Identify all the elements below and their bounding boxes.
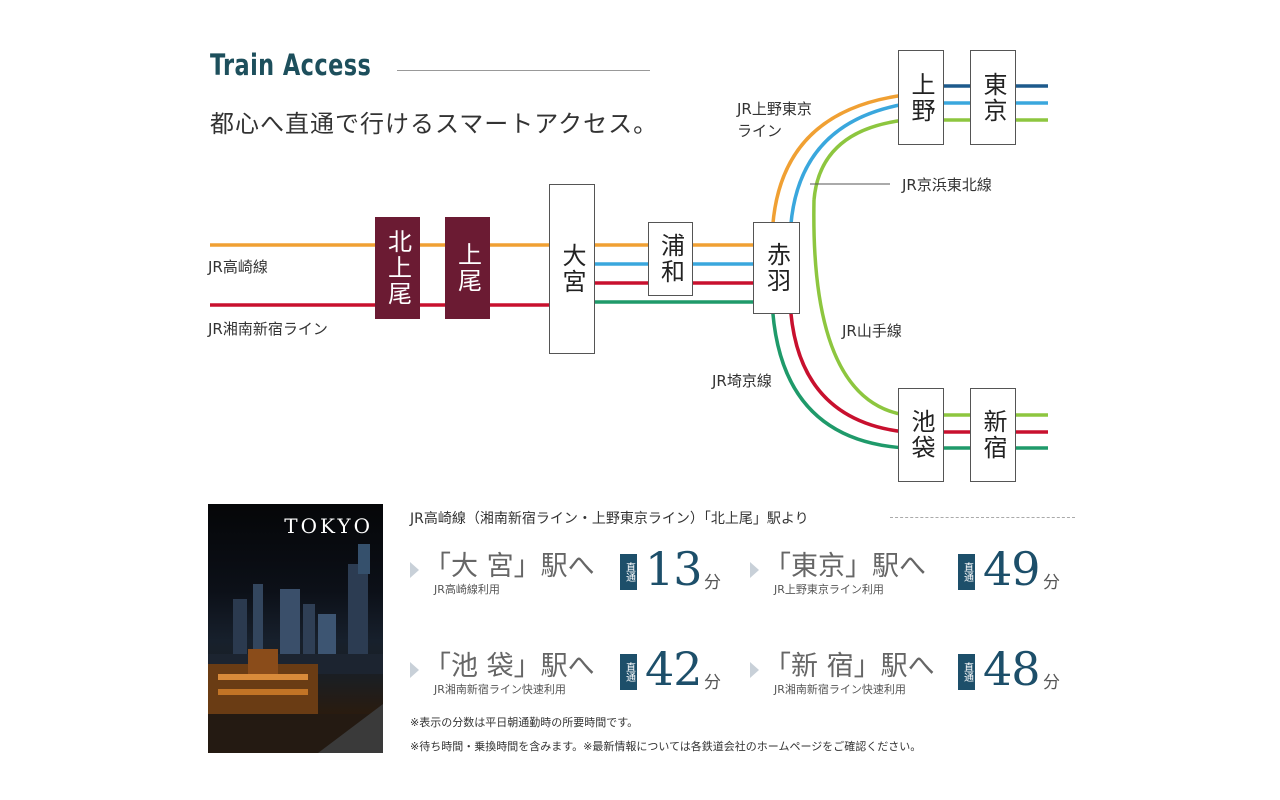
- destination-omiya: 「大 宮」駅へ JR高崎線利用 直通 13 分: [410, 542, 740, 598]
- title-divider: [397, 70, 650, 71]
- label-yamanote-line: JR山手線: [842, 322, 902, 340]
- destination-minutes: 13: [645, 542, 703, 596]
- note-disclaimer: ※待ち時間・乗換時間を含みます。※最新情報については各鉄道会社のホームページをご…: [410, 740, 922, 753]
- shonan-shinjuku-arc: [788, 299, 906, 434]
- label-saikyo-line: JR埼京線: [712, 372, 772, 390]
- station-tokyo: 東京: [970, 50, 1016, 145]
- page-subtitle: 都心へ直通で行けるスマートアクセス。: [210, 110, 659, 138]
- tokyo-station-photo: TOKYO: [208, 504, 383, 753]
- station-ueno: 上野: [898, 50, 944, 145]
- destination-name: 「池 袋」駅へ: [424, 651, 595, 682]
- label-ueno-tokyo-line-2: ライン: [737, 122, 783, 140]
- destination-tokyo: 「東京」駅へ JR上野東京ライン利用 直通 49 分: [750, 542, 1080, 598]
- destination-via: JR高崎線利用: [434, 583, 500, 596]
- ueno-tokyo-line-arc: [770, 93, 906, 246]
- route-heading: JR高崎線（湘南新宿ライン・上野東京ライン）「北上尾」駅より: [410, 511, 809, 527]
- destination-shinjuku: 「新 宿」駅へ JR湘南新宿ライン快速利用 直通 48 分: [750, 642, 1080, 698]
- arrow-icon: [410, 562, 419, 578]
- direct-badge: 直通: [958, 554, 975, 590]
- page-title: Train Access: [210, 48, 372, 82]
- photo-label: TOKYO: [284, 514, 373, 538]
- destination-ikebukuro: 「池 袋」駅へ JR湘南新宿ライン快速利用 直通 42 分: [410, 642, 740, 698]
- station-shinjuku: 新宿: [970, 388, 1016, 482]
- minutes-unit: 分: [704, 673, 721, 693]
- label-shonan-shinjuku-line: JR湘南新宿ライン: [208, 320, 328, 338]
- station-kitaageo: 北上尾: [375, 217, 420, 319]
- direct-badge: 直通: [958, 654, 975, 690]
- note-time: ※表示の分数は平日朝通勤時の所要時間です。: [410, 716, 639, 729]
- keihin-tohoku-arc: [788, 102, 906, 246]
- destination-minutes: 48: [983, 642, 1041, 696]
- minutes-unit: 分: [704, 573, 721, 593]
- arrow-icon: [750, 662, 759, 678]
- destination-via: JR上野東京ライン利用: [774, 583, 884, 596]
- station-urawa: 浦和: [648, 222, 693, 296]
- yamanote-arc-top: [812, 118, 906, 201]
- destination-name: 「大 宮」駅へ: [424, 551, 595, 582]
- arrow-icon: [410, 662, 419, 678]
- route-map: [210, 84, 1048, 450]
- label-takasaki-line: JR高崎線: [208, 258, 268, 276]
- minutes-unit: 分: [1043, 673, 1060, 693]
- destination-name: 「東京」駅へ: [764, 551, 926, 582]
- station-ikebukuro: 池袋: [898, 388, 944, 482]
- direct-badge: 直通: [620, 554, 637, 590]
- station-akabane: 赤羽: [753, 222, 800, 314]
- arrow-icon: [750, 562, 759, 578]
- yamanote-arc: [812, 199, 906, 417]
- night-skyline-graphic: [208, 544, 383, 753]
- direct-badge: 直通: [620, 654, 637, 690]
- label-keihin-tohoku-line: JR京浜東北線: [902, 176, 992, 194]
- route-heading-divider: [890, 517, 1075, 518]
- station-ageo: 上尾: [445, 217, 490, 319]
- label-ueno-tokyo-line-1: JR上野東京: [737, 100, 812, 118]
- saikyo-arc: [770, 299, 906, 450]
- minutes-unit: 分: [1043, 573, 1060, 593]
- destination-via: JR湘南新宿ライン快速利用: [434, 683, 566, 696]
- destination-minutes: 42: [645, 642, 703, 696]
- destination-via: JR湘南新宿ライン快速利用: [774, 683, 906, 696]
- destination-minutes: 49: [983, 542, 1041, 596]
- station-omiya: 大宮: [549, 184, 595, 354]
- destination-name: 「新 宿」駅へ: [764, 651, 935, 682]
